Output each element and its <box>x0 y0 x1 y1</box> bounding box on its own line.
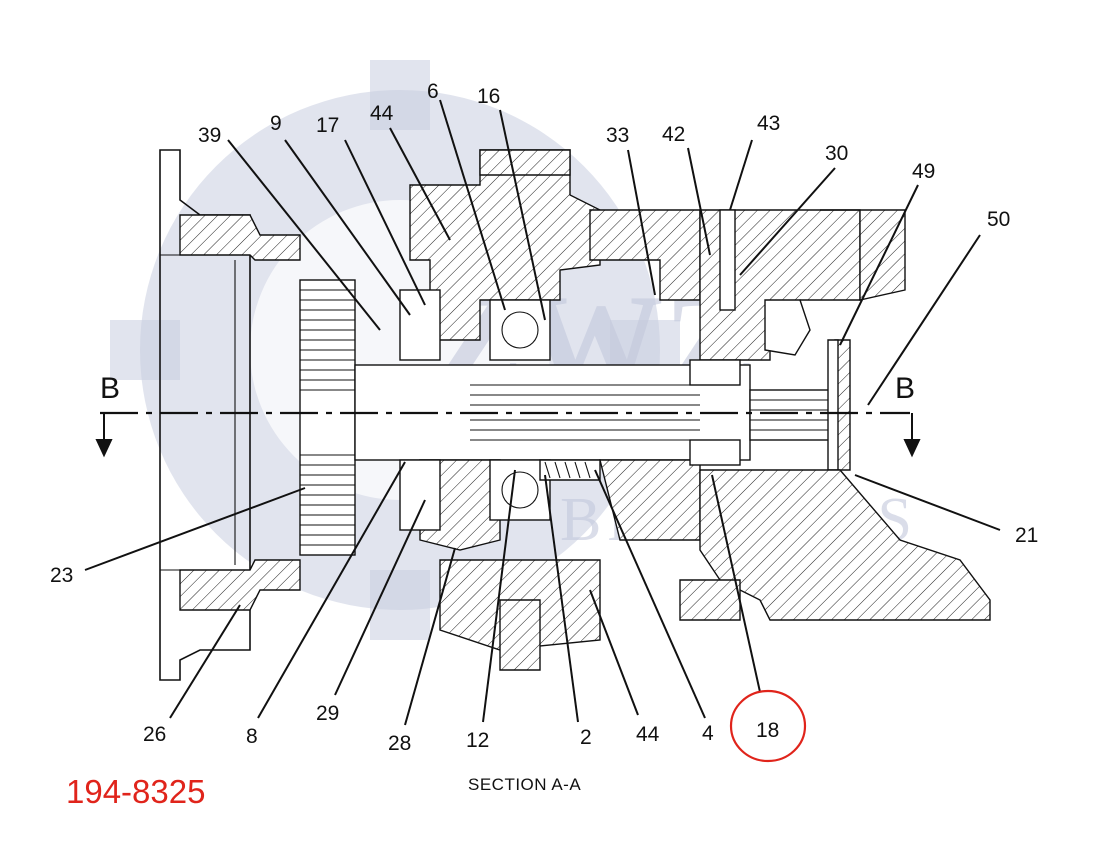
callout-49: 49 <box>912 160 935 183</box>
callout-26: 26 <box>143 723 166 746</box>
spline-teeth <box>300 289 355 546</box>
callout-2: 2 <box>580 726 592 749</box>
callout-50: 50 <box>987 208 1010 231</box>
callout-16: 16 <box>477 85 500 108</box>
callout-12: 12 <box>466 729 489 752</box>
callout-4: 4 <box>702 722 714 745</box>
callout-28: 28 <box>388 732 411 755</box>
callout-39: 39 <box>198 124 221 147</box>
callout-18: 18 <box>756 719 779 742</box>
section-marker-right: B <box>895 372 915 405</box>
callout-21: 21 <box>1015 524 1038 547</box>
callout-44-bottom: 44 <box>636 723 660 746</box>
callout-23: 23 <box>50 564 73 587</box>
part-number: 194-8325 <box>66 773 206 810</box>
callout-43: 43 <box>757 112 780 135</box>
callout-30: 30 <box>825 142 848 165</box>
section-title: SECTION A-A <box>468 775 581 794</box>
callout-labels: 39 9 17 44 6 16 33 42 43 30 49 50 21 23 … <box>50 80 1038 755</box>
callout-29: 29 <box>316 702 339 725</box>
callout-33: 33 <box>606 124 629 147</box>
callout-9: 9 <box>270 112 282 135</box>
callout-8: 8 <box>246 725 258 748</box>
section-marker-left: B <box>100 372 120 405</box>
callout-44-top: 44 <box>370 102 394 125</box>
drawing <box>95 149 991 681</box>
callout-42: 42 <box>662 123 685 146</box>
callout-6: 6 <box>427 80 439 103</box>
leader-lines <box>84 99 1001 726</box>
highlight-circle <box>729 689 807 763</box>
callout-17: 17 <box>316 114 339 137</box>
